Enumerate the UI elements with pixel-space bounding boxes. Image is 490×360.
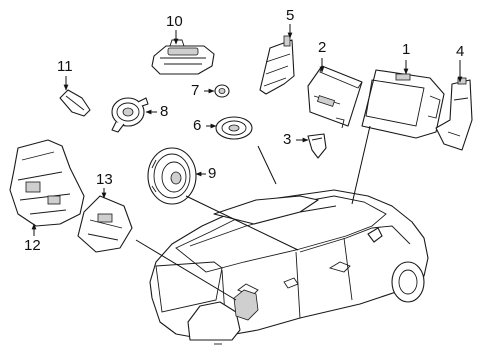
part-11-sensor — [59, 89, 91, 117]
part-5-bracket — [259, 35, 295, 95]
callout-11: 11 — [57, 58, 73, 75]
part-9-woofer — [147, 147, 197, 205]
callout-5: 5 — [286, 7, 295, 24]
callout-13: 13 — [96, 171, 113, 188]
callout-2: 2 — [318, 39, 327, 56]
callout-3: 3 — [283, 131, 292, 148]
callout-6: 6 — [193, 117, 202, 134]
part-3-connector — [307, 133, 327, 159]
callout-1: 1 — [402, 41, 411, 58]
callout-9: 9 — [208, 165, 217, 182]
part-1-display-unit — [361, 69, 445, 139]
part-2-amplifier — [307, 65, 363, 129]
callout-8: 8 — [160, 103, 169, 120]
part-12-bracket-assembly — [9, 139, 85, 227]
part-4-bracket — [435, 77, 473, 151]
part-7-tweeter — [214, 84, 230, 98]
vehicle-outline — [149, 189, 429, 345]
part-10-control-module — [151, 39, 215, 75]
part-13-module — [77, 195, 133, 253]
pointer-line-1 — [351, 125, 371, 205]
pointer-line-13 — [135, 239, 237, 301]
callout-12: 12 — [24, 237, 41, 254]
callout-7: 7 — [191, 82, 200, 99]
pointer-line-9 — [185, 195, 299, 251]
pointer-line-6 — [257, 145, 277, 185]
callout-4: 4 — [456, 43, 465, 60]
callout-10: 10 — [166, 13, 183, 30]
part-8-speaker — [111, 97, 149, 133]
part-6-speaker — [215, 116, 253, 140]
